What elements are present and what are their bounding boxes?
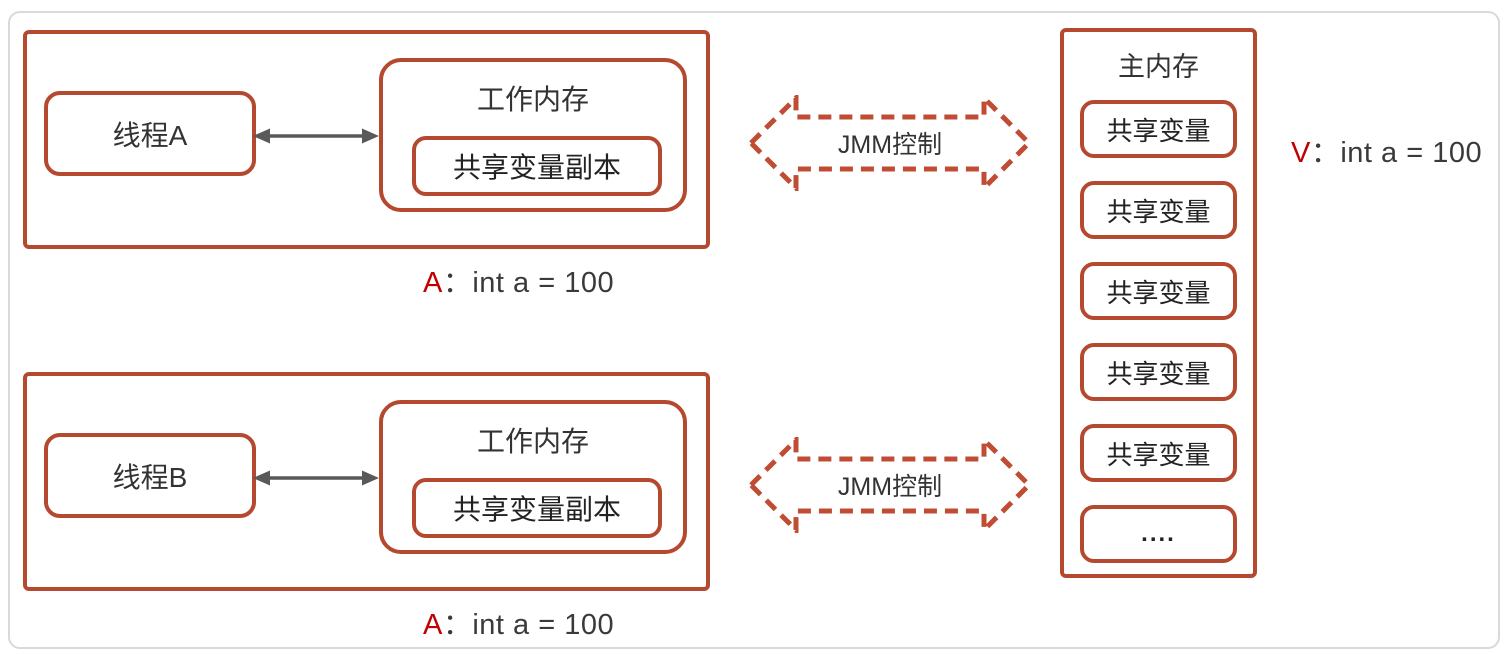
annotation-main-memory: V：int a = 100 <box>1291 129 1482 171</box>
working-memory-b-box: 工作内存 共享变量副本 <box>379 400 687 554</box>
thread-b-box: 线程B <box>44 433 256 518</box>
shared-copy-a-box: 共享变量副本 <box>412 136 662 196</box>
annotation-thread-a: A：int a = 100 <box>423 259 614 301</box>
shared-variable-slot: 共享变量 <box>1080 424 1237 482</box>
annotation-letter: A <box>423 609 443 641</box>
shared-variable-slot: 共享变量 <box>1080 181 1237 239</box>
working-memory-a-title: 工作内存 <box>476 84 589 115</box>
shared-copy-b-box: 共享变量副本 <box>412 478 662 538</box>
annotation-thread-b: A：int a = 100 <box>423 601 614 643</box>
jmm-control-label: JMM控制 <box>837 473 943 501</box>
shared-copy-a-label: 共享变量副本 <box>452 152 621 183</box>
jmm-control-label: JMM控制 <box>837 131 943 159</box>
annotation-value: ：int a = 100 <box>442 609 615 641</box>
shared-copy-b-label: 共享变量副本 <box>452 494 621 525</box>
thread-a-container: 线程A 工作内存 共享变量副本 <box>23 30 710 249</box>
shared-variable-slot-ellipsis: .... <box>1080 505 1237 563</box>
main-memory-slots: 共享变量 共享变量 共享变量 共享变量 共享变量 .... <box>1080 100 1237 563</box>
working-memory-a-box: 工作内存 共享变量副本 <box>379 58 687 212</box>
thread-a-label: 线程A <box>112 119 188 151</box>
annotation-letter: A <box>423 267 443 299</box>
jmm-control-arrow-top: JMM控制 <box>748 95 1032 191</box>
main-memory-title: 主内存 <box>1118 52 1199 82</box>
thread-b-container: 线程B 工作内存 共享变量副本 <box>23 372 710 591</box>
shared-variable-slot: 共享变量 <box>1080 343 1237 401</box>
working-memory-b-title: 工作内存 <box>476 426 589 457</box>
thread-b-label: 线程B <box>112 461 188 493</box>
left-right-arrow-icon <box>253 470 379 486</box>
annotation-value: ：int a = 100 <box>1310 137 1483 169</box>
shared-variable-slot: 共享变量 <box>1080 262 1237 320</box>
dashed-double-arrow-icon <box>748 95 1032 191</box>
jmm-control-arrow-bottom: JMM控制 <box>748 437 1032 533</box>
main-memory-box: 主内存 共享变量 共享变量 共享变量 共享变量 共享变量 .... <box>1060 28 1257 578</box>
dashed-double-arrow-icon <box>748 437 1032 533</box>
annotation-value: ：int a = 100 <box>442 267 615 299</box>
shared-variable-slot: 共享变量 <box>1080 100 1237 158</box>
left-right-arrow-icon <box>253 128 379 144</box>
thread-a-box: 线程A <box>44 91 256 176</box>
annotation-letter: V <box>1291 137 1311 169</box>
